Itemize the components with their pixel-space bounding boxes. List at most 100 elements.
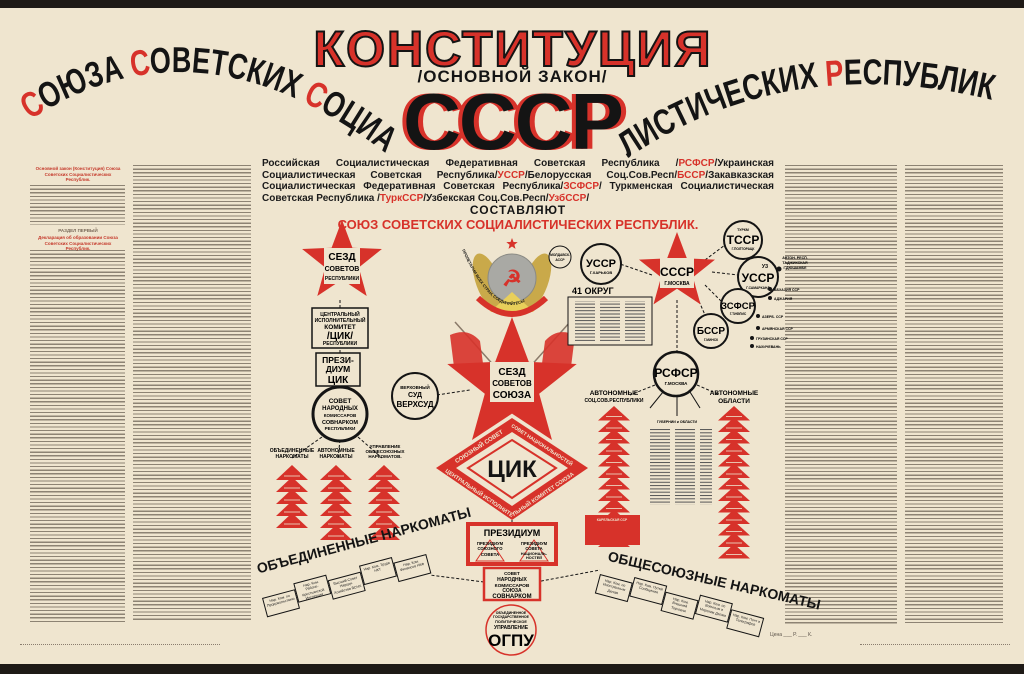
ussr-abbreviation: СССР [403, 77, 624, 166]
ogpu-label: УПРАВЛЕНИЕ [494, 625, 529, 631]
gubernii-list [650, 427, 712, 505]
pyramid-stack [320, 465, 352, 540]
arc-initial: Р [824, 52, 845, 94]
text-block [785, 165, 897, 625]
ogpu-label: ОБЪЕДИНЕННОЕ [496, 611, 527, 615]
republic-name: /Украинская Социалистическая Советская Р… [262, 158, 774, 181]
republic-sovnarkom-label: СОВЕТ [329, 398, 352, 405]
republic-name: /Закавказская Социалистическая Федератив… [262, 169, 774, 193]
republic-name: / Туркменская Социалистическая Советская… [262, 181, 774, 204]
constitution-poster: Основной закон (Конституция) Союза Совет… [0, 8, 1024, 664]
republics-paragraph: Российская Социалистическая Федеративная… [262, 158, 774, 204]
zsfsr-label: Г.ТИФЛИС [730, 312, 747, 316]
presidium-union-label: СОЮЗНОГО [478, 546, 504, 551]
union-sovnarkom-label: НАРОДНЫХ [497, 577, 527, 583]
declaration-heading: Декларация об образовании Союза Советски… [38, 235, 118, 251]
republic-sovnarkom-circle [311, 385, 369, 443]
union-congress-label: СОЮЗА [493, 390, 532, 401]
presidium-nat-label: ПРЕЗИДИУМ [521, 541, 548, 546]
ussr-label: СССР [660, 265, 694, 279]
karelia-box [585, 515, 640, 545]
ukr-label: Г.ХАРЬКОВ [590, 270, 613, 275]
moldavia-label: АССР [555, 258, 565, 262]
bssr-circle [693, 313, 729, 349]
republic-cik-label: ЦЕНТРАЛЬНЫЙ [320, 310, 360, 318]
tajik-label: ТАДЖИКСКАЯ [782, 261, 808, 265]
republic-name: /Белорусская Соц.Сов.Респ/ [524, 169, 678, 181]
caucasus-item: АРМЯНСКАЯ ССР [762, 327, 794, 331]
union-presidium-label: ПРЕЗИДИУМ [484, 528, 541, 538]
intro-block: Российская Социалистическая Федеративная… [262, 158, 774, 232]
rsfsr-label: РСФСР [654, 366, 697, 380]
republic-abbr: БССР [677, 169, 706, 181]
union-congress-label: СЕЗД [498, 367, 525, 378]
column-label: НАРКОМАТЫ [276, 454, 309, 460]
presidium-nat-label: СОВЕТА [525, 546, 542, 551]
text-block [30, 250, 125, 622]
okrug-label: 41 ОКРУГ [572, 286, 614, 296]
republic-cik-label: ИСПОЛНИТЕЛЬНЫЙ [315, 316, 366, 324]
ogpu-circle [485, 604, 537, 656]
republic-cik-label: КОМИТЕТ [324, 324, 355, 331]
ussr-label: Г.МОСКВА [664, 281, 690, 287]
union-cik-diamond: ЦИК СОЮЗНЫЙ СОВЕТ СОВЕТ НАЦИОНАЛЬНОСТЕЙ … [436, 418, 588, 520]
republic-presidium-box [315, 352, 361, 387]
republic-name: / [586, 192, 590, 204]
supreme-court-label: СУД [408, 392, 422, 399]
republic-presidium-label: ДИУМ [326, 364, 351, 374]
caucasus-item: НАХИЧЕВАНЬ [756, 345, 781, 349]
ogpu-label: ПОЛИТИЧЕСКОЕ [495, 620, 527, 624]
turkmen-label: ТССР [727, 233, 760, 247]
price-label: Цена ___ Р. ___ К. [770, 632, 813, 638]
column-label: НАРКОМАТОВ. [368, 454, 401, 459]
zsfsr-label: ЗСФСР [721, 301, 756, 312]
republic-congress-label: СЕЗД [328, 252, 355, 263]
caucasus-list: АБХАЗИЯ ССР АДЖАРИЯ АЗЕРБ. ССР АРМЯНСКАЯ… [750, 287, 800, 349]
ukr-label: УССР [586, 258, 616, 270]
union-label: СОЮЗ СОВЕТСКИХ СОЦИАЛИСТИЧЕСКИХ РЕСПУБЛИ… [337, 217, 699, 232]
supreme-court-label: ВЕРХСУД [396, 400, 433, 409]
republic-congress-label: СОВЕТОВ [325, 266, 360, 273]
structure-diagram: СЕЗД СОВЕТОВ РЕСПУБЛИКИ ЦЕНТРАЛЬНЫЙ ИСПО… [270, 220, 808, 656]
republic-sovnarkom-label: НАРОДНЫХ [322, 406, 358, 412]
republic-abbr: ЗСФСР [563, 181, 599, 192]
republic-sovnarkom-label: СОВНАРКОМ [322, 420, 358, 426]
union-presidium-box [466, 522, 558, 566]
bssr-label: Г.МИНСК [704, 338, 719, 342]
emblem-star-icon [506, 238, 518, 249]
moldavia-circle [548, 245, 572, 269]
republic-presidium-label: ПРЕЗИ- [322, 355, 354, 365]
republic-name: Российская Социалистическая Федеративная… [262, 158, 679, 169]
karelia-label: КАРЕЛЬСКАЯ ССР [597, 518, 628, 522]
republic-cik-label: /ЦИК/ [327, 331, 353, 342]
hammer-sickle-icon: ☭ [502, 266, 522, 291]
republic-presidium-label: ЦИК [328, 375, 349, 386]
union-cik-label: ЦИК [487, 456, 537, 483]
column-label: АВТОНОМНЫЕ [317, 448, 355, 454]
pyramid-stack [718, 406, 750, 559]
zsfsr-circle [720, 288, 756, 324]
presidium-union-label: ПРЕЗИДИУМ [477, 541, 504, 546]
auto-republics-label: АВТОНОМНЫЕ [590, 390, 639, 397]
union-sovnarkom-label: СОЮЗА [502, 588, 522, 594]
republic-congress-box [324, 248, 360, 284]
republic-name: /Узбекская Соц.Сов.Респ/ [423, 192, 549, 204]
column-label: ОБЩЕСОЮЗНЫХ [365, 449, 404, 454]
presidium-nat-label: НАЦИОНАЛЬ- [521, 552, 548, 556]
poster-title: КОНСТИТУЦИЯ [313, 20, 713, 78]
caucasus-item: АЗЕРБ. ССР [762, 315, 784, 319]
uzbek-circle [737, 256, 779, 298]
text-block [30, 185, 125, 225]
supreme-court-label: ВЕРХОВНЫЙ [400, 383, 430, 390]
turkmen-label: Г.ПОЛТОРАЦК [732, 247, 756, 251]
republic-congress-label: РЕСПУБЛИКИ [325, 276, 360, 282]
uzbek-label: УССР [742, 271, 775, 285]
auto-regions-label: ОБЛАСТИ [718, 398, 750, 405]
uzbek-label: Г.САМАРКАНД [746, 286, 770, 290]
section-label: РАЗДЕЛ ПЕРВЫЙ [58, 228, 98, 233]
turkmen-label: ТУРКМ [737, 228, 749, 232]
republic-cik-box [311, 307, 369, 349]
republic-sovnarkom-label: РЕСПУБЛИКИ [325, 426, 356, 431]
ogpu-label: ОГПУ [488, 631, 534, 650]
pyramid-stack [276, 465, 308, 528]
